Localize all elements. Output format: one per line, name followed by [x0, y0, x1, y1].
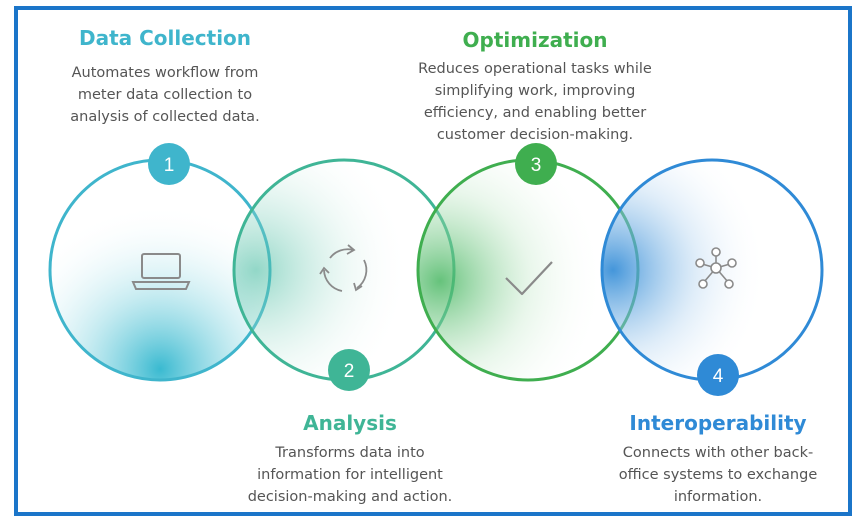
step-1-badge: 1 [148, 143, 190, 185]
step-1-number: 1 [164, 155, 175, 176]
step-3-description-line: efficiency, and enabling better [423, 105, 647, 121]
step-4-description: Connects with other back- office systems… [583, 442, 853, 508]
step-3-title: Optimization [462, 28, 608, 52]
step-3-description: Reduces operational tasks while simplify… [385, 58, 685, 146]
step-1-title: Data Collection [78, 26, 252, 50]
step-3-badge: 3 [515, 143, 557, 185]
step-2-badge: 2 [328, 349, 370, 391]
step-4-number: 4 [713, 366, 724, 387]
step-4-badge: 4 [697, 354, 739, 396]
step-3-description-line: customer decision-making. [436, 127, 634, 143]
step-2-number: 2 [344, 361, 355, 382]
laptop-icon [131, 253, 191, 290]
checkmark-icon [505, 261, 553, 296]
step-3-number: 3 [531, 155, 542, 176]
step-1-description-line: meter data collection to [77, 87, 253, 103]
step-2-description-line: information for intelligent [257, 467, 443, 483]
step-2-description-line: Transforms data into [275, 445, 425, 461]
cycle-arrows-icon [319, 244, 368, 292]
step-2-title: Analysis [303, 411, 397, 435]
step-1-description-line: Automates workflow from [71, 65, 259, 81]
step-2-description-line: decision-making and action. [247, 489, 453, 505]
step-4-description-line: Connects with other back- [622, 445, 814, 461]
step-3-description-line: simplifying work, improving [434, 83, 636, 99]
step-1-description: Automates workflow from meter data colle… [35, 62, 295, 128]
network-nodes-icon [695, 247, 737, 289]
step-4-description-line: information. [673, 489, 763, 505]
step-4-title: Interoperability [629, 411, 807, 435]
step-1-description-line: analysis of collected data. [70, 109, 260, 125]
step-2-description: Transforms data into information for int… [215, 442, 485, 508]
step-4-description-line: office systems to exchange [618, 467, 818, 483]
step-3-description-line: Reduces operational tasks while [418, 61, 652, 77]
